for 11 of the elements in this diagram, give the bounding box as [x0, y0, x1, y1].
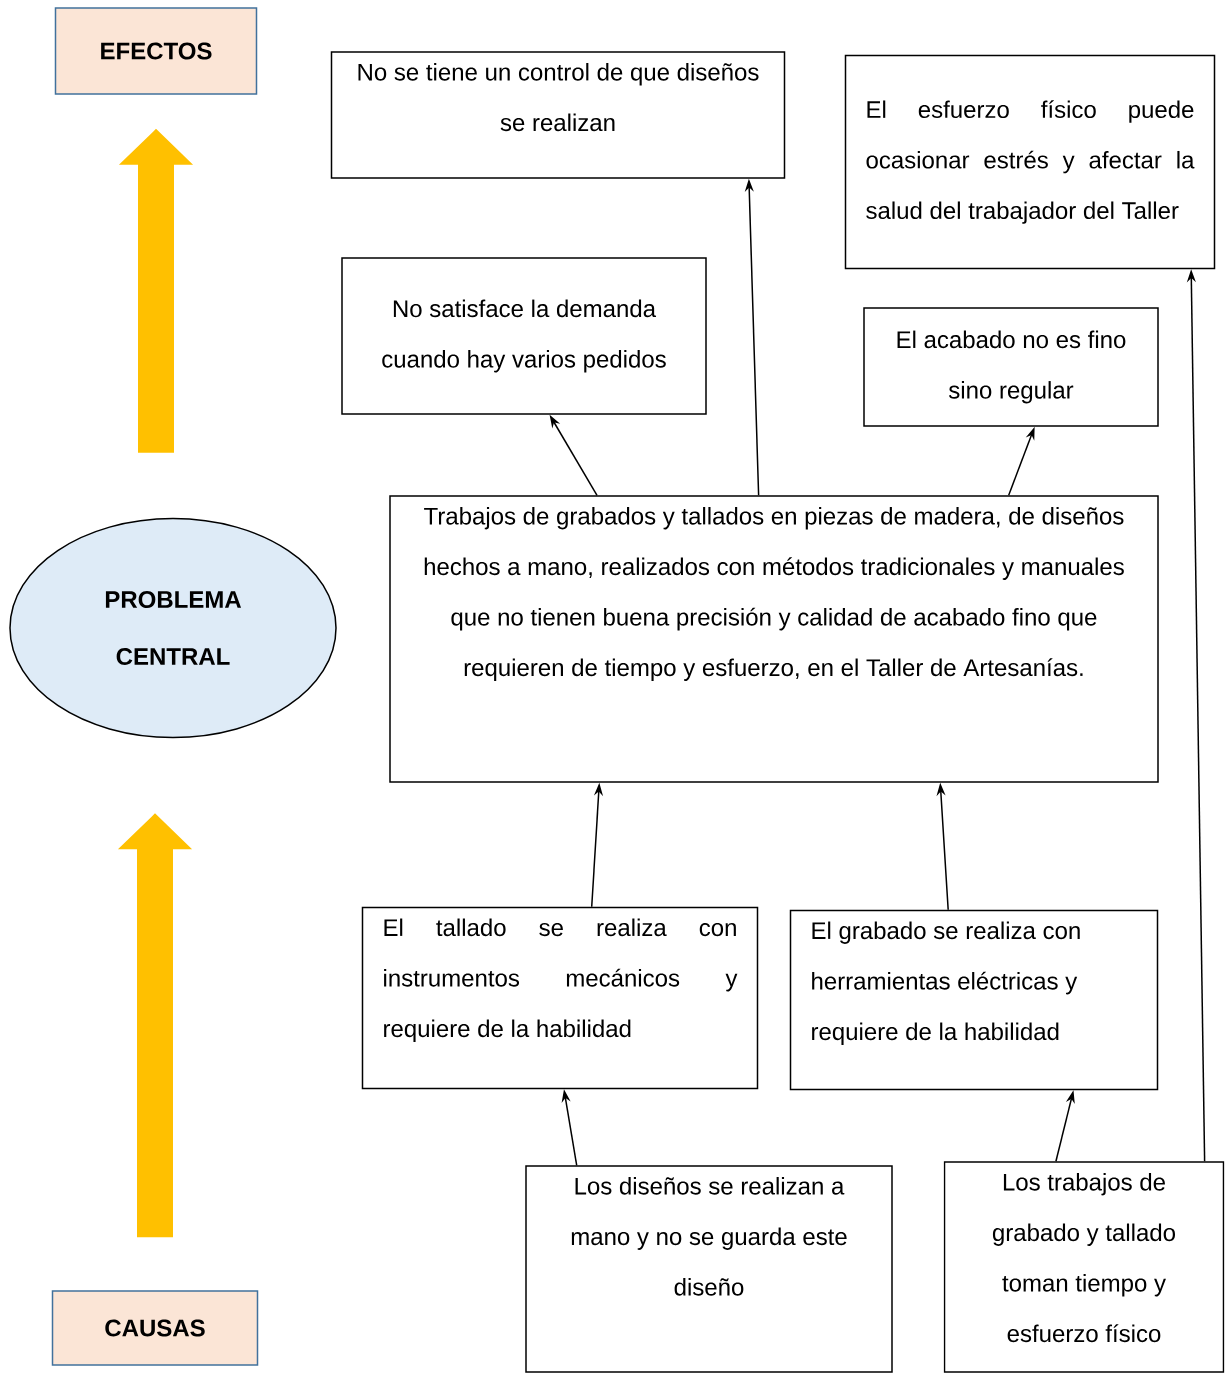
text-box: Trabajos de grabados y tallados en piezas de madera, de diseños hechos a mano, realizados con métodos tradicionales y manuales que no tienen buena precisión y calidad de acabado fino que requieren de tiempo y esfuerzo, en el Taller de Artesanías.: [389, 495, 1159, 783]
text-box: Los diseños se realizan a mano y no se guarda este diseño: [525, 1165, 893, 1373]
text-box: No satisface la demanda cuando hay varios pedidos: [341, 257, 707, 415]
text-box: No se tiene un control de que diseños se realizan: [330, 51, 786, 179]
text-box: El esfuerzo físico puede ocasionar estrés y afectar la salud del trabajador del Taller: [844, 54, 1216, 270]
heading-box: CAUSAS: [51, 1290, 259, 1366]
text-box: El tallado se realiza con instrumentos mecánicos y requiere de la habilidad: [361, 906, 759, 1090]
text-box: Los trabajos de grabado y tallado toman tiempo y esfuerzo físico: [943, 1161, 1225, 1373]
text-box: El grabado se realiza con herramientas eléctricas y requiere de la habilidad: [789, 909, 1159, 1091]
heading-box: EFECTOS: [54, 7, 258, 95]
text-box: El acabado no es fino sino regular: [863, 307, 1159, 427]
